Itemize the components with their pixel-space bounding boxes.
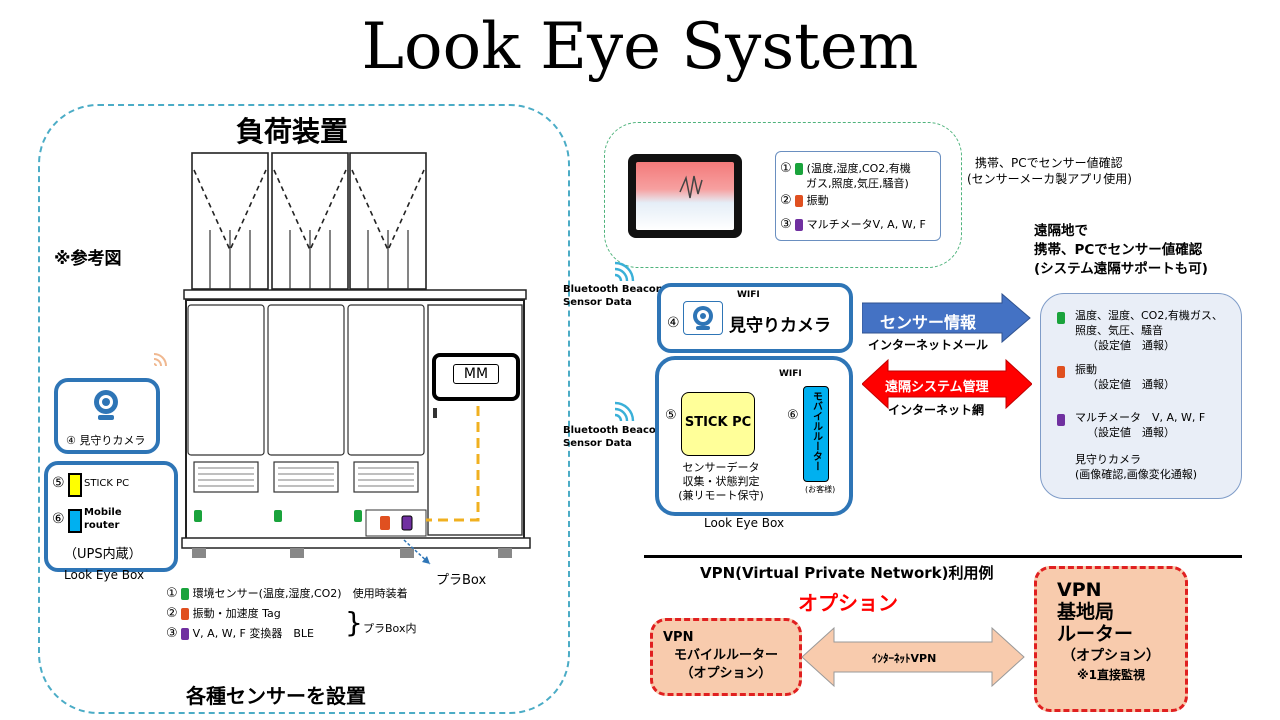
- tablet-note-2: (センサーメーカ製アプリ使用): [967, 172, 1132, 186]
- tablet-image: [628, 154, 742, 238]
- sensor-legend: ① 環境センサー(温度,湿度,CO2) 使用時装着 ② 振動・加速度 Tag ③…: [166, 585, 466, 645]
- remote-item: マルチメータ V, A, W, F （設定値 通報）: [1075, 411, 1206, 439]
- tablet-item: ① (温度,湿度,CO2,有機: [780, 161, 911, 176]
- camera-box: ④ 見守りカメラ WIFI: [657, 283, 853, 353]
- look-eye-box-left: ⑤ STICK PC ⑥ Mobile router （UPS内蔵）: [44, 461, 178, 572]
- tablet-item: ② 振動: [780, 193, 829, 208]
- router-chip: [68, 509, 82, 533]
- camera-device-box: ④ 見守りカメラ: [54, 378, 160, 454]
- green-sensor-icon: [795, 163, 804, 175]
- reference-note: ※参考図: [54, 249, 122, 269]
- vpn-heading: VPN(Virtual Private Network)利用例: [700, 564, 994, 582]
- ups-label: （UPS内蔵）: [64, 547, 142, 562]
- remote-item: 振動 （設定値 通報）: [1075, 363, 1175, 391]
- pla-box-label: プラBox: [436, 573, 487, 588]
- sensor-info-label: センサー情報: [880, 313, 977, 332]
- internet-mail-label: インターネットメール: [868, 338, 989, 352]
- green-sensor-icon: [1057, 312, 1065, 324]
- look-eye-box-left-caption: Look Eye Box: [64, 568, 145, 582]
- tablet-note-1: 携帯、PCでセンサー値確認: [975, 156, 1123, 170]
- tablet-panel-frame: [604, 122, 962, 268]
- camera-box-label: 見守りカメラ: [729, 316, 831, 336]
- router-title: モバイルルーター: [810, 391, 822, 471]
- sensor-item: ① 環境センサー(温度,湿度,CO2) 使用時装着: [166, 586, 408, 601]
- router-num: ⑥: [52, 511, 65, 527]
- camera-icon: [94, 390, 118, 420]
- look-eye-desc: センサーデータ 収集・状態判定 (兼リモート保守): [678, 461, 764, 502]
- stick-pc-title: STICK PC: [684, 415, 752, 430]
- brace: }: [345, 606, 363, 639]
- section-divider: [644, 555, 1242, 558]
- wifi-icon: [614, 401, 635, 422]
- router-num: ⑥: [787, 408, 799, 423]
- router-box: モバイルルーター: [803, 386, 829, 482]
- remote-mgmt-label: 遠隔システム管理: [885, 380, 989, 395]
- remote-panel: 温度、湿度、CO2,有機ガス、 照度、気圧、騒音 （設定値 通報） 振動 （設定…: [1040, 293, 1242, 499]
- sensor-item: ② 振動・加速度 Tag: [166, 606, 281, 621]
- wifi-icon: [153, 353, 167, 367]
- remote-mgmt-arrow: [862, 358, 1032, 410]
- tablet-item: ③ マルチメータV, A, W, F: [780, 217, 926, 232]
- red-sensor-icon: [181, 608, 190, 620]
- vpn-arrow-label: ｲﾝﾀｰﾈｯﾄVPN: [872, 652, 937, 665]
- remote-heading: 遠隔地で 携帯、PCでセンサー値確認 (システム遠隔サポートも可): [1034, 223, 1208, 277]
- tablet-item-line2: ガス,照度,気圧,騒音): [806, 177, 909, 190]
- camera-wifi-label: WIFI: [737, 290, 760, 300]
- tablet-screen: [636, 162, 734, 230]
- mm-label: MM: [453, 364, 499, 384]
- look-eye-wifi-label: WIFI: [779, 369, 802, 379]
- camera-icon: [693, 306, 713, 330]
- stick-pc-box: STICK PC: [681, 392, 755, 456]
- stick-pc-num: ⑤: [665, 408, 677, 423]
- red-sensor-icon: [1057, 366, 1065, 378]
- sensors-footer: 各種センサーを設置: [186, 684, 366, 708]
- camera-num: ④: [667, 315, 680, 331]
- sensor-item: ③ V, A, W, F 変換器 BLE: [166, 626, 315, 641]
- green-sensor-icon: [181, 588, 190, 600]
- stick-pc-num: ⑤: [52, 475, 65, 491]
- remote-item: 見守りカメラ (画像確認,画像変化通報): [1075, 453, 1198, 481]
- page-title: Look Eye System: [361, 10, 919, 84]
- look-eye-box: WIFI ⑤ STICK PC ⑥ モバイルルーター (お客様) センサーデータ…: [655, 356, 853, 516]
- vpn-internet-arrow: [801, 626, 1025, 688]
- red-sensor-icon: [795, 195, 804, 207]
- vpn-mobile-router-box: VPN モバイルルーター （オプション）: [650, 618, 802, 696]
- router-label2: router: [84, 520, 120, 531]
- load-device-heading: 負荷装置: [236, 115, 349, 148]
- purple-sensor-icon: [795, 219, 804, 231]
- in-pla-box-label: プラBox内: [363, 622, 417, 635]
- purple-sensor-icon: [181, 628, 190, 640]
- look-eye-box-caption: Look Eye Box: [704, 516, 785, 530]
- bluetooth-label-1: Bluetooth Beacon Sensor Data: [563, 284, 663, 308]
- tablet-graph-icon: [679, 175, 703, 199]
- router-label1: Mobile: [84, 507, 122, 518]
- camera-icon-frame: [683, 301, 723, 335]
- vpn-base-router-box: VPN 基地局 ルーター （オプション） ※1直接監視: [1034, 566, 1188, 712]
- bluetooth-label-2: Bluetooth Beacon Sensor Data: [563, 425, 663, 449]
- router-customer: (お客様): [805, 485, 836, 494]
- stick-pc-chip: [68, 473, 82, 497]
- tablet-sensor-list: ① (温度,湿度,CO2,有機 ガス,照度,気圧,騒音) ② 振動 ③ マルチメ…: [775, 151, 941, 241]
- wifi-icon: [614, 261, 635, 282]
- load-device-frame: [38, 104, 570, 714]
- remote-item: 温度、湿度、CO2,有機ガス、 照度、気圧、騒音 （設定値 通報）: [1075, 309, 1223, 352]
- sensor-info-arrow: [862, 292, 1031, 344]
- camera-device-label: ④ 見守りカメラ: [66, 434, 146, 447]
- vpn-option: オプション: [798, 591, 898, 615]
- mm-meter: MM: [432, 353, 520, 401]
- purple-sensor-icon: [1057, 414, 1065, 426]
- load-device-drawing: [181, 152, 531, 565]
- stick-pc-label: STICK PC: [84, 478, 130, 489]
- internet-net-label: インターネット網: [888, 403, 985, 417]
